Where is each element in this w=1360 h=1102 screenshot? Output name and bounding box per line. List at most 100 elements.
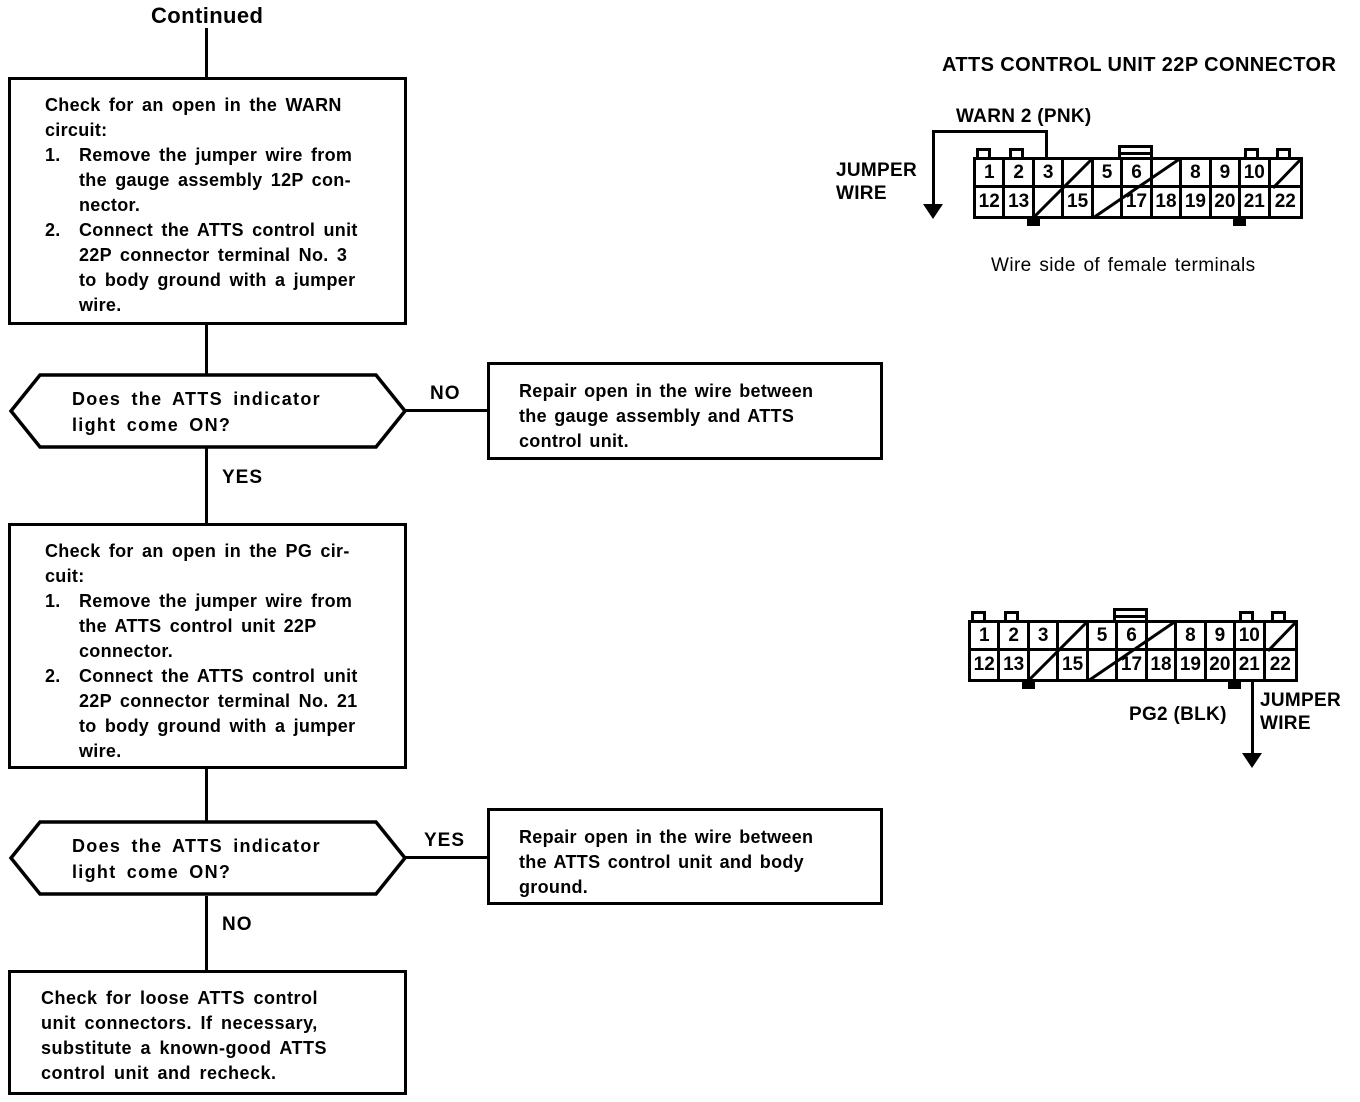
pin-cell-17: 17 — [1123, 188, 1153, 216]
repair-text: Repair open in the wire between the ATTS… — [519, 827, 814, 897]
wire-segment-to-ground — [932, 130, 935, 205]
pin-cell-8: 8 — [1177, 623, 1207, 651]
pin-cell-blank — [1064, 160, 1094, 188]
item-text: Remove the jumper wire from the gauge as… — [79, 145, 353, 215]
pin-cell-blank — [1029, 651, 1060, 679]
pin-cell-2: 2 — [1005, 160, 1035, 188]
connector-notch-icon — [1228, 682, 1241, 689]
pin-cell-13: 13 — [1000, 651, 1030, 679]
repair-text: Repair open in the wire between the gaug… — [519, 381, 814, 451]
pin-cell-9: 9 — [1211, 160, 1242, 188]
pin-cell-19: 19 — [1182, 188, 1212, 216]
pin-cell-20: 20 — [1206, 651, 1237, 679]
pin-cell-blank — [1093, 188, 1124, 216]
flow-line — [205, 325, 208, 374]
pin-cell-13: 13 — [1005, 188, 1035, 216]
pin-cell-18: 18 — [1152, 188, 1183, 216]
hexagon-outline — [8, 373, 408, 449]
pin-cell-3: 3 — [1034, 160, 1065, 188]
hexagon-outline — [8, 820, 408, 896]
pin-cell-21: 21 — [1241, 188, 1271, 216]
flow-line-no — [405, 409, 487, 412]
pin-cell-6: 6 — [1118, 623, 1148, 651]
step-heading: Check for an open in the PG cir- cuit: — [45, 541, 350, 586]
jumper-wire-label-top: JUMPER WIRE — [836, 160, 917, 204]
item-text: Remove the jumper wire from the ATTS con… — [79, 591, 353, 661]
repair-box-gauge-wire: Repair open in the wire between the gaug… — [487, 362, 883, 460]
jumper-wire-label-bottom: JUMPER WIRE — [1260, 690, 1341, 734]
warn-wire-label: WARN 2 (PNK) — [956, 106, 1092, 127]
item-number: 1. — [45, 145, 61, 165]
pin-cell-12: 12 — [971, 651, 1001, 679]
item-text: Connect the ATTS control unit 22P connec… — [79, 220, 358, 315]
flow-line-entry — [205, 28, 208, 77]
decision-atts-light-2: Does the ATTS indicator light come ON? — [8, 820, 408, 896]
pin-cell-5: 5 — [1088, 623, 1119, 651]
branch-label-no: NO — [222, 914, 253, 935]
step-heading: Check for an open in the WARN circuit: — [45, 95, 342, 140]
wire-segment-to-pin3 — [1045, 130, 1048, 158]
item-number: 1. — [45, 591, 61, 611]
flow-line-yes — [205, 448, 208, 524]
pin-cell-blank — [1270, 160, 1300, 188]
pg-wire-label: PG2 (BLK) — [1129, 704, 1227, 725]
step-item: 2. Connect the ATTS control unit 22P con… — [45, 664, 390, 764]
pin-cell-12: 12 — [976, 188, 1006, 216]
continued-label: Continued — [151, 3, 264, 28]
item-number: 2. — [45, 666, 61, 686]
ground-arrow-icon — [923, 204, 943, 219]
decision-question: Does the ATTS indicator light come ON? — [72, 836, 321, 882]
pin-cell-6: 6 — [1123, 160, 1153, 188]
pin-cell-9: 9 — [1206, 623, 1237, 651]
branch-label-yes: YES — [222, 467, 264, 488]
flow-line-yes — [405, 856, 487, 859]
connector-title: ATTS CONTROL UNIT 22P CONNECTOR — [942, 54, 1337, 76]
wire-segment-pin21-to-ground — [1251, 680, 1254, 754]
pin-cell-8: 8 — [1182, 160, 1212, 188]
step-box-warn-circuit: Check for an open in the WARN circuit: 1… — [8, 77, 407, 325]
ground-arrow-icon — [1242, 753, 1262, 768]
connector-notch-icon — [1022, 682, 1035, 689]
connector-caption: Wire side of female terminals — [991, 255, 1256, 276]
branch-label-no: NO — [430, 383, 461, 404]
item-text: Connect the ATTS control unit 22P connec… — [79, 666, 358, 761]
step-item: 2. Connect the ATTS control unit 22P con… — [45, 218, 390, 318]
pin-cell-blank — [1034, 188, 1065, 216]
flow-line-no — [205, 896, 208, 971]
pin-cell-2: 2 — [1000, 623, 1030, 651]
step-item: 1. Remove the jumper wire from the gauge… — [45, 143, 390, 218]
pin-cell-3: 3 — [1029, 623, 1060, 651]
flow-line — [205, 769, 208, 821]
pin-cell-blank — [1059, 623, 1089, 651]
pin-cell-10: 10 — [1241, 160, 1271, 188]
repair-box-body-ground: Repair open in the wire between the ATTS… — [487, 808, 883, 905]
item-number: 2. — [45, 220, 61, 240]
pin-cell-17: 17 — [1118, 651, 1148, 679]
connector-notch-icon — [1233, 219, 1246, 226]
pin-cell-18: 18 — [1147, 651, 1178, 679]
pin-cell-5: 5 — [1093, 160, 1124, 188]
pin-cell-21: 21 — [1236, 651, 1266, 679]
pin-cell-15: 15 — [1059, 651, 1089, 679]
pin-cell-20: 20 — [1211, 188, 1242, 216]
decision-atts-light-1: Does the ATTS indicator light come ON? — [8, 373, 408, 449]
step-item: 1. Remove the jumper wire from the ATTS … — [45, 589, 390, 664]
pin-cell-10: 10 — [1236, 623, 1266, 651]
pin-cell-1: 1 — [971, 623, 1001, 651]
pin-cell-1: 1 — [976, 160, 1006, 188]
final-text: Check for loose ATTS control unit connec… — [41, 988, 327, 1083]
pin-cell-blank — [1147, 623, 1178, 651]
pin-cell-22: 22 — [1270, 188, 1300, 216]
branch-label-yes: YES — [424, 830, 466, 851]
wire-segment — [932, 130, 1048, 133]
decision-question: Does the ATTS indicator light come ON? — [72, 389, 321, 435]
final-box-check-connectors: Check for loose ATTS control unit connec… — [8, 970, 407, 1095]
pin-cell-blank — [1152, 160, 1183, 188]
pin-cell-22: 22 — [1265, 651, 1295, 679]
step-box-pg-circuit: Check for an open in the PG cir- cuit: 1… — [8, 523, 407, 769]
